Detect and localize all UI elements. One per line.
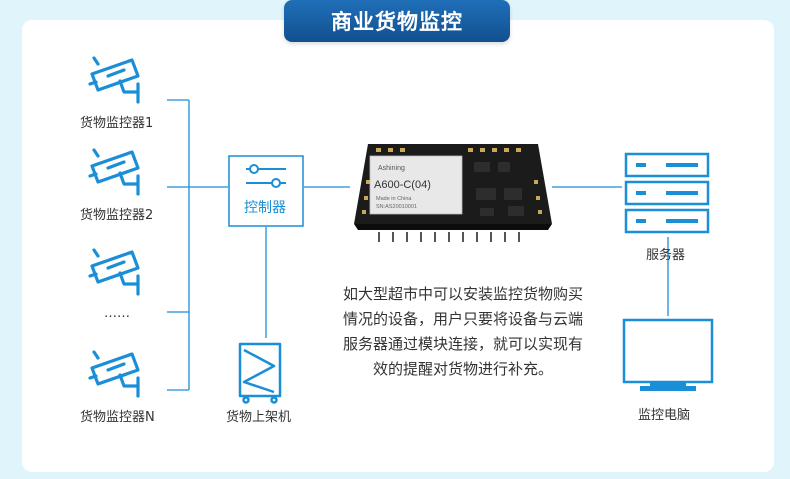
description-line: 服务器通过模块连接，就可以实现有 <box>342 335 583 353</box>
shelf-label: 货物上架机 <box>226 410 292 425</box>
shelf-machine-icon <box>238 342 282 404</box>
diagram-title: 商业货物监控 <box>284 0 510 42</box>
module-shield-can <box>369 155 463 215</box>
camera-label-2: 货物监控器2 <box>80 208 154 223</box>
controller-box <box>228 155 304 227</box>
security-camera-icon <box>88 248 140 296</box>
module-model: A600-C(04) <box>374 179 431 191</box>
security-camera-icon <box>88 148 140 196</box>
a600-module-image: Ashining A600-C(04) Made in China SN:AS2… <box>354 144 552 242</box>
server-icon <box>624 152 710 234</box>
module-serial: SN:AS20010001 <box>376 204 417 210</box>
camera-label-1: 货物监控器1 <box>80 116 154 131</box>
slider-controls-icon <box>246 164 286 188</box>
server-label: 服务器 <box>646 248 686 263</box>
monitor-icon <box>622 318 714 391</box>
camera-label-n: 货物监控器N <box>80 410 155 425</box>
description-line: 效的提醒对货物进行补充。 <box>372 360 553 378</box>
description-line: 情况的设备，用户只要将设备与云端 <box>342 310 583 328</box>
module-made-in: Made in China <box>376 196 412 202</box>
camera-label-ellipsis: …… <box>104 306 130 321</box>
security-camera-icon <box>88 56 140 104</box>
description-line: 如大型超市中可以安装监控货物购买 <box>342 285 583 303</box>
monitor-pc-label: 监控电脑 <box>638 408 691 423</box>
security-camera-icon <box>88 350 140 398</box>
diagram-card <box>22 20 774 472</box>
description-paragraph: 如大型超市中可以安装监控货物购买 情况的设备，用户只要将设备与云端 服务器通过模… <box>318 282 608 382</box>
controller-label: 控制器 <box>244 200 286 216</box>
module-brand: Ashining <box>378 165 405 172</box>
